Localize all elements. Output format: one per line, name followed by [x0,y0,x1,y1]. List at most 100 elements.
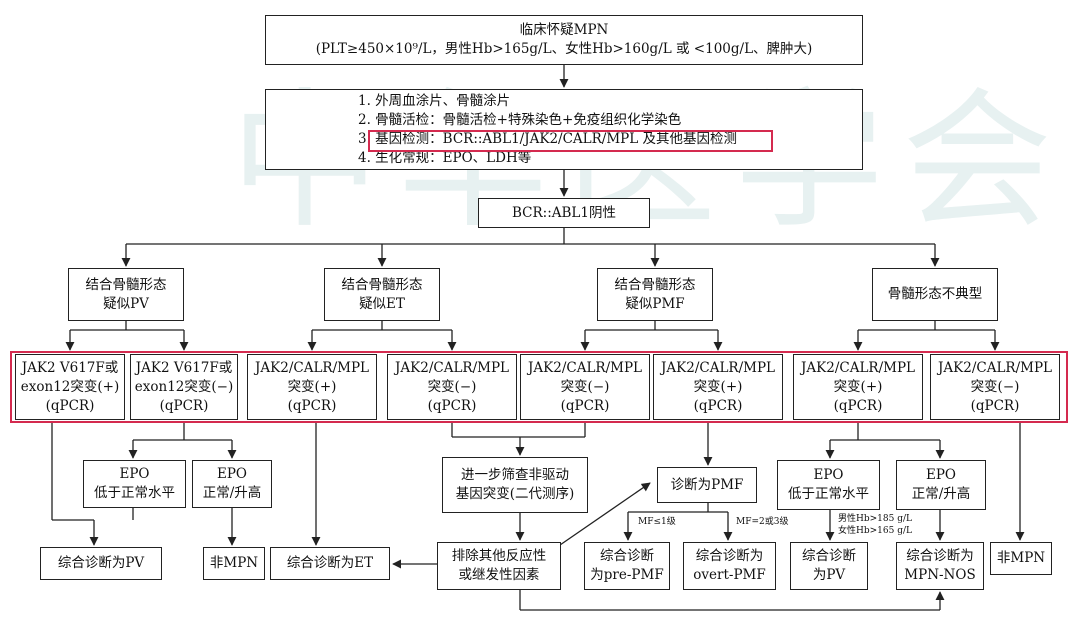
node-dx-pv2-line1: 综合诊断 [802,548,856,564]
node-epo-high-pv-line2: 正常/升高 [202,485,262,501]
node-exclude-line2: 或继发性因素 [458,567,540,583]
node-dx-overt-pmf: 综合诊断为 overt-PMF [683,542,776,590]
node-non-mpn-pv-label: 非MPN [209,555,259,571]
node-gene-4-line3: (qPCR) [427,397,477,414]
node-non-mpn-atypical: 非MPN [990,542,1052,575]
node-gene-4-line1: JAK2/CALR/MPL [394,359,509,376]
node-exclude-secondary: 排除其他反应性 或继发性因素 [437,542,561,590]
node-gene-2-line1: JAK2 V617F或 [135,359,233,376]
node-pv-like-line2: 疑似PV [103,295,149,312]
node-dx-pv-label: 综合诊断为PV [57,555,145,571]
node-gene-4-line2: 突变(−) [427,378,477,395]
node-dx-pmf-label: 诊断为PMF [670,476,744,493]
node-et-like: 结合骨髓形态 疑似ET [324,268,440,321]
workup-item-1: 1. 外周血涂片、骨髓涂片 [358,92,511,109]
workup-item-4: 4. 生化常规：EPO、LDH等 [358,149,532,166]
node-bcr-abl1-negative: BCR::ABL1阴性 [478,198,650,228]
node-bcr-abl1-negative-label: BCR::ABL1阴性 [512,204,616,221]
node-gene-5-line3: (qPCR) [560,397,610,414]
node-epo-high-at-line1: EPO [925,467,956,483]
node-epo-high-pv-line1: EPO [216,466,247,482]
node-non-mpn-atypical-label: 非MPN [996,550,1046,566]
node-dx-pv: 综合诊断为PV [40,547,162,580]
node-epo-high-atypical: EPO 正常/升高 [896,460,986,510]
node-dx-pmf: 诊断为PMF [657,467,757,503]
node-epo-low-pv-line1: EPO [119,466,150,482]
node-ngs-line1: 进一步筛查非驱动 [461,467,569,483]
node-dx-overtpmf-line1: 综合诊断为 [695,548,764,564]
node-dx-pv2-line2: 为PV [812,567,846,583]
node-dx-mpn-nos: 综合诊断为 MPN-NOS [896,542,984,590]
node-atypical-morphology-label: 骨髓形态不典型 [887,286,983,302]
node-pv-like: 结合骨髓形态 疑似PV [68,268,184,321]
node-ngs-screening: 进一步筛查非驱动 基因突变(二代测序) [442,457,588,513]
node-pmf-like-line1: 结合骨髓形态 [614,276,696,293]
node-gene-8-line2: 突变(−) [970,378,1020,395]
edge-label-hb-male: 男性Hb>185 g/L [838,514,912,524]
node-gene-7-line3: (qPCR) [833,397,883,414]
node-non-mpn-pv: 非MPN [203,547,265,580]
node-pmf-like-line2: 疑似PMF [625,295,685,312]
node-clinical-suspicion-criteria: (PLT≥450×10⁹/L，男性Hb>165g/L、女性Hb>160g/L 或… [315,41,813,57]
node-dx-overtpmf-line2: overt-PMF [693,567,766,583]
workup-item-3-highlight [368,130,773,152]
node-clinical-suspicion: 临床怀疑MPN (PLT≥450×10⁹/L，男性Hb>165g/L、女性Hb>… [265,15,863,65]
node-dx-mpnnos-line2: MPN-NOS [904,567,976,583]
node-epo-low-atypical: EPO 低于正常水平 [777,460,880,510]
node-epo-high-at-line2: 正常/升高 [911,486,971,502]
node-gene-2: JAK2 V617F或 exon12突变(−) (qPCR) [130,354,238,420]
node-gene-1-line2: exon12突变(+) [20,378,120,395]
node-dx-et-label: 综合诊断为ET [286,555,374,571]
node-gene-7: JAK2/CALR/MPL 突变(+) (qPCR) [793,354,923,420]
node-dx-pre-pmf: 综合诊断 为pre-PMF [584,542,670,590]
node-gene-3-line3: (qPCR) [287,397,337,414]
node-workup: 1. 外周血涂片、骨髓涂片 2. 骨髓活检：骨髓活检+特殊染色+免疫组织化学染色… [265,89,863,170]
node-et-like-line2: 疑似ET [359,295,405,312]
node-epo-low-at-line2: 低于正常水平 [788,486,869,502]
edge-label-mf-low: MF≤1级 [638,517,676,527]
node-gene-2-line2: exon12突变(−) [134,378,234,395]
node-gene-1-line1: JAK2 V617F或 [21,359,119,376]
node-epo-low-at-line1: EPO [813,467,844,483]
node-gene-4: JAK2/CALR/MPL 突变(−) (qPCR) [387,354,517,420]
node-gene-3: JAK2/CALR/MPL 突变(+) (qPCR) [247,354,377,420]
node-gene-8-line1: JAK2/CALR/MPL [937,359,1052,376]
edge-label-mf-high: MF=2或3级 [736,517,789,527]
node-pmf-like: 结合骨髓形态 疑似PMF [597,268,713,321]
node-dx-mpnnos-line1: 综合诊断为 [906,548,974,564]
node-dx-prepmf-line2: 为pre-PMF [590,567,664,583]
node-et-like-line1: 结合骨髓形态 [341,276,423,293]
gene-row-highlight [10,351,1068,423]
node-dx-prepmf-line1: 综合诊断 [600,548,654,564]
node-gene-7-line2: 突变(+) [833,378,883,395]
node-gene-6-line1: JAK2/CALR/MPL [660,359,775,376]
node-gene-5-line1: JAK2/CALR/MPL [527,359,642,376]
node-atypical-morphology: 骨髓形态不典型 [872,268,998,321]
node-gene-7-line1: JAK2/CALR/MPL [800,359,915,376]
node-ngs-line2: 基因突变(二代测序) [455,486,575,502]
node-gene-1: JAK2 V617F或 exon12突变(+) (qPCR) [15,354,125,420]
edge-label-hb-female: 女性Hb>165 g/L [838,526,912,536]
node-pv-like-line1: 结合骨髓形态 [85,276,167,293]
node-gene-3-line2: 突变(+) [287,378,337,395]
node-gene-1-line3: (qPCR) [45,397,95,414]
node-epo-low-pv: EPO 低于正常水平 [83,460,186,508]
workup-item-2: 2. 骨髓活检：骨髓活检+特殊染色+免疫组织化学染色 [358,111,682,128]
node-gene-8: JAK2/CALR/MPL 突变(−) (qPCR) [930,354,1060,420]
node-clinical-suspicion-title: 临床怀疑MPN [519,22,609,38]
node-dx-et: 综合诊断为ET [270,547,390,580]
node-gene-5: JAK2/CALR/MPL 突变(−) (qPCR) [520,354,650,420]
node-epo-high-pv: EPO 正常/升高 [192,460,272,508]
node-gene-2-line3: (qPCR) [159,397,209,414]
node-gene-3-line1: JAK2/CALR/MPL [254,359,369,376]
node-exclude-line1: 排除其他反应性 [451,548,547,564]
node-gene-6-line3: (qPCR) [693,397,743,414]
workup-item-3: 3. 基因检测：BCR::ABL1/JAK2/CALR/MPL 及其他基因检测 [358,130,738,147]
node-gene-5-line2: 突变(−) [560,378,610,395]
node-dx-pv-atypical: 综合诊断 为PV [790,542,868,590]
node-gene-6-line2: 突变(+) [693,378,743,395]
node-gene-6: JAK2/CALR/MPL 突变(+) (qPCR) [653,354,783,420]
node-gene-8-line3: (qPCR) [970,397,1020,414]
node-epo-low-pv-line2: 低于正常水平 [94,485,175,501]
